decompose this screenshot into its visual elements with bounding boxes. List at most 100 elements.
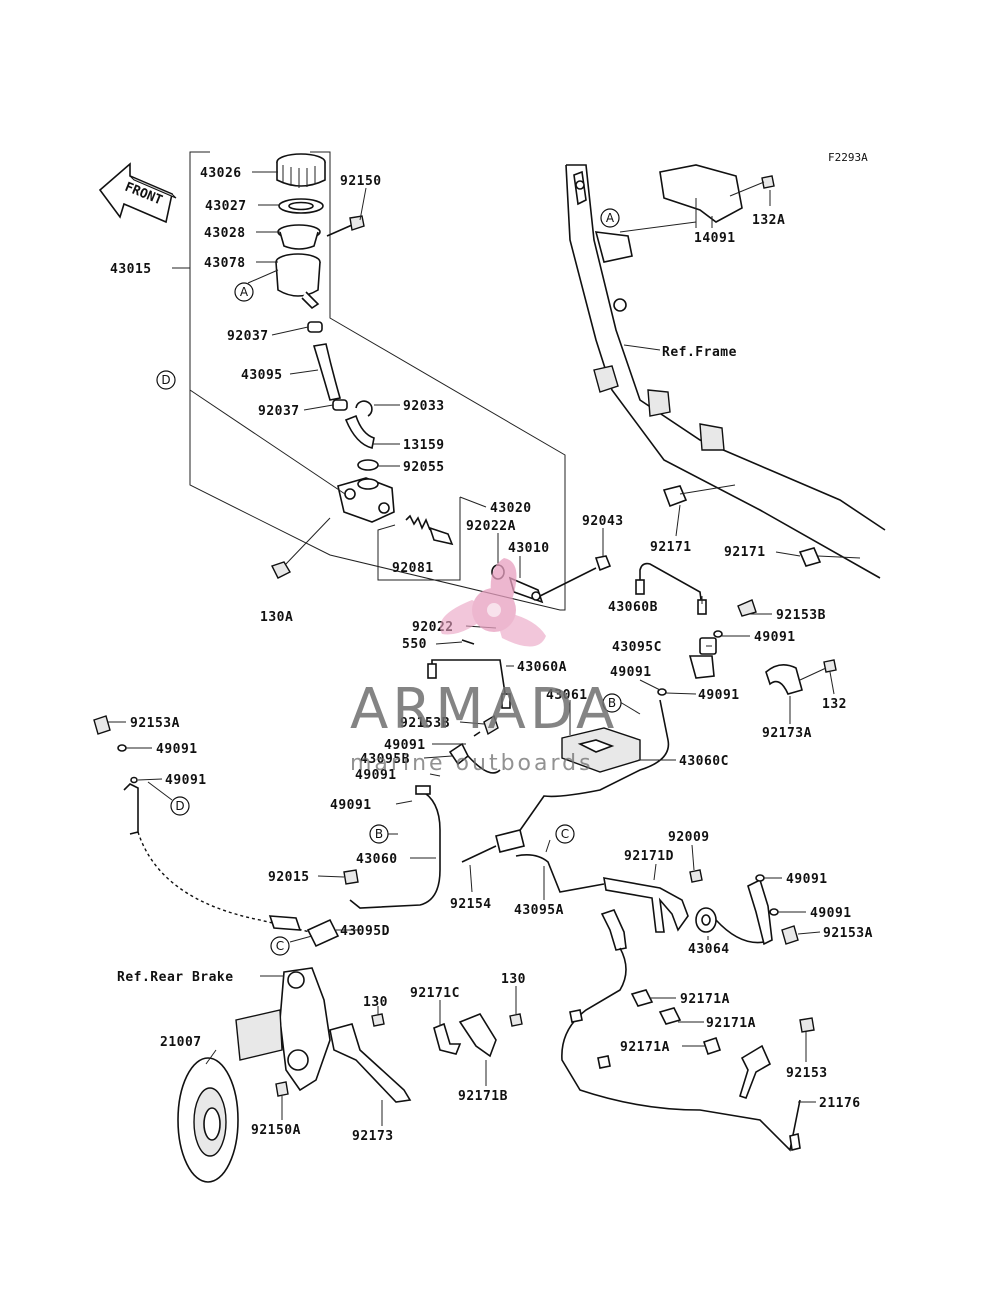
frame-cover-14091 — [659, 164, 743, 223]
washer-49091-6 — [755, 874, 765, 882]
armada-watermark: ARMADA marine outboards — [350, 558, 618, 776]
part-label: 49091 — [754, 630, 796, 645]
part-label: 92153A — [130, 716, 180, 731]
svg-text:C: C — [276, 939, 284, 953]
figure-code: F2293A — [828, 151, 868, 164]
part-label: 92037 — [258, 404, 300, 419]
front-arrow-icon: FRONT — [98, 162, 177, 224]
part-label: 43028 — [204, 226, 246, 241]
part-label: 92150A — [251, 1123, 301, 1138]
callout-d-left: D — [170, 796, 190, 816]
piston-43020 — [428, 526, 454, 546]
banjo-bolt-92153a-left — [93, 715, 111, 735]
svg-text:B: B — [608, 696, 616, 710]
part-label: 49091 — [165, 773, 207, 788]
clamp-92171a-2 — [658, 1007, 682, 1025]
part-label: 92015 — [268, 870, 310, 885]
part-label: 43061 — [546, 688, 588, 703]
brake-pipe-43060c — [515, 699, 670, 837]
part-label: 49091 — [355, 768, 397, 783]
part-labels: 43026 43027 43028 43078 43015 92150 9203… — [110, 166, 873, 1144]
clamp-92171a-1 — [630, 989, 654, 1007]
part-label: 92055 — [403, 460, 445, 475]
clamp-92171b — [458, 1013, 497, 1058]
part-label: 92171A — [620, 1040, 670, 1055]
part-label: 550 — [402, 637, 427, 652]
part-label: 92153A — [823, 926, 873, 941]
sensor-head-92153 — [739, 1044, 772, 1100]
grommet-43064 — [695, 907, 717, 933]
part-label: 49091 — [810, 906, 852, 921]
part-label: 92033 — [403, 399, 445, 414]
bolt-92015 — [343, 869, 359, 885]
circlip-92033 — [355, 400, 373, 417]
part-label: 92153B — [776, 608, 826, 623]
reservoir-plate-hole — [288, 201, 314, 211]
part-label: 92009 — [668, 830, 710, 845]
ref-rear-brake-label: Ref.Rear Brake — [117, 970, 234, 985]
part-label: 49091 — [156, 742, 198, 757]
part-label: 49091 — [384, 738, 426, 753]
part-label: 43027 — [205, 199, 247, 214]
svg-text:B: B — [375, 827, 383, 841]
part-label: 92150 — [340, 174, 382, 189]
part-label: 92171B — [458, 1089, 508, 1104]
hose-43095a — [515, 854, 605, 893]
brake-disc-21007 — [177, 1057, 239, 1183]
sensor-21176 — [561, 909, 801, 1152]
assembly-bracket-lines — [172, 151, 566, 611]
bracket-92173 — [329, 1023, 412, 1103]
part-label: 130 — [363, 995, 388, 1010]
part-label: 43060A — [517, 660, 567, 675]
part-label: 132A — [752, 213, 785, 228]
propeller-logo-icon — [440, 558, 546, 647]
svg-text:C: C — [561, 827, 569, 841]
part-label: 130A — [260, 610, 293, 625]
fitting-43095c — [688, 637, 717, 679]
washer-49091-4 — [117, 744, 127, 752]
part-label: 21176 — [819, 1096, 861, 1111]
rear-brake-bracket — [235, 967, 331, 1092]
grommet-92171-right — [798, 547, 822, 567]
part-label: 92171D — [624, 849, 674, 864]
part-label: 92153B — [400, 716, 450, 731]
washer-49091-7 — [769, 908, 779, 916]
part-label: 43060 — [356, 852, 398, 867]
part-label: 92171 — [650, 540, 692, 555]
part-label: 49091 — [698, 688, 740, 703]
washer-49091-8 — [713, 630, 723, 638]
brake-pipe-43060a — [427, 659, 511, 709]
part-label: 43020 — [490, 501, 532, 516]
pin-rod — [539, 567, 597, 597]
callout-c-right: C — [555, 824, 575, 844]
watermark-tagline: marine outboards — [350, 751, 594, 776]
svg-text:D: D — [161, 373, 170, 387]
part-label: 92037 — [227, 329, 269, 344]
bolt-92153 — [799, 1017, 815, 1033]
part-label: 92153 — [786, 1066, 828, 1081]
svg-text:D: D — [175, 799, 184, 813]
piston-spring-92081 — [405, 514, 431, 531]
part-label: 49091 — [786, 872, 828, 887]
brake-pipe-43060 — [349, 785, 441, 909]
callout-b-right: B — [602, 693, 622, 713]
part-label: 43095D — [340, 924, 390, 939]
callout-d-top: D — [156, 370, 176, 390]
hose-joint — [461, 829, 525, 863]
part-label: 43078 — [204, 256, 246, 271]
watermark-brand: ARMADA — [350, 677, 618, 742]
reservoir-diaphragm — [277, 224, 321, 250]
part-label: 21007 — [160, 1035, 202, 1050]
bolt-130-right — [509, 1013, 523, 1027]
clamp-92171c — [433, 1022, 462, 1055]
part-label: 49091 — [330, 798, 372, 813]
master-cylinder-body — [337, 477, 395, 523]
hose-fitting-13159 — [344, 414, 375, 449]
bolt-92009 — [689, 869, 703, 883]
bolt-130-left — [371, 1013, 385, 1027]
reservoir-cap — [276, 153, 326, 188]
bolt-132 — [823, 659, 837, 673]
hydraulic-unit-43061 — [561, 727, 641, 773]
ref-frame-label: Ref.Frame — [662, 345, 737, 360]
